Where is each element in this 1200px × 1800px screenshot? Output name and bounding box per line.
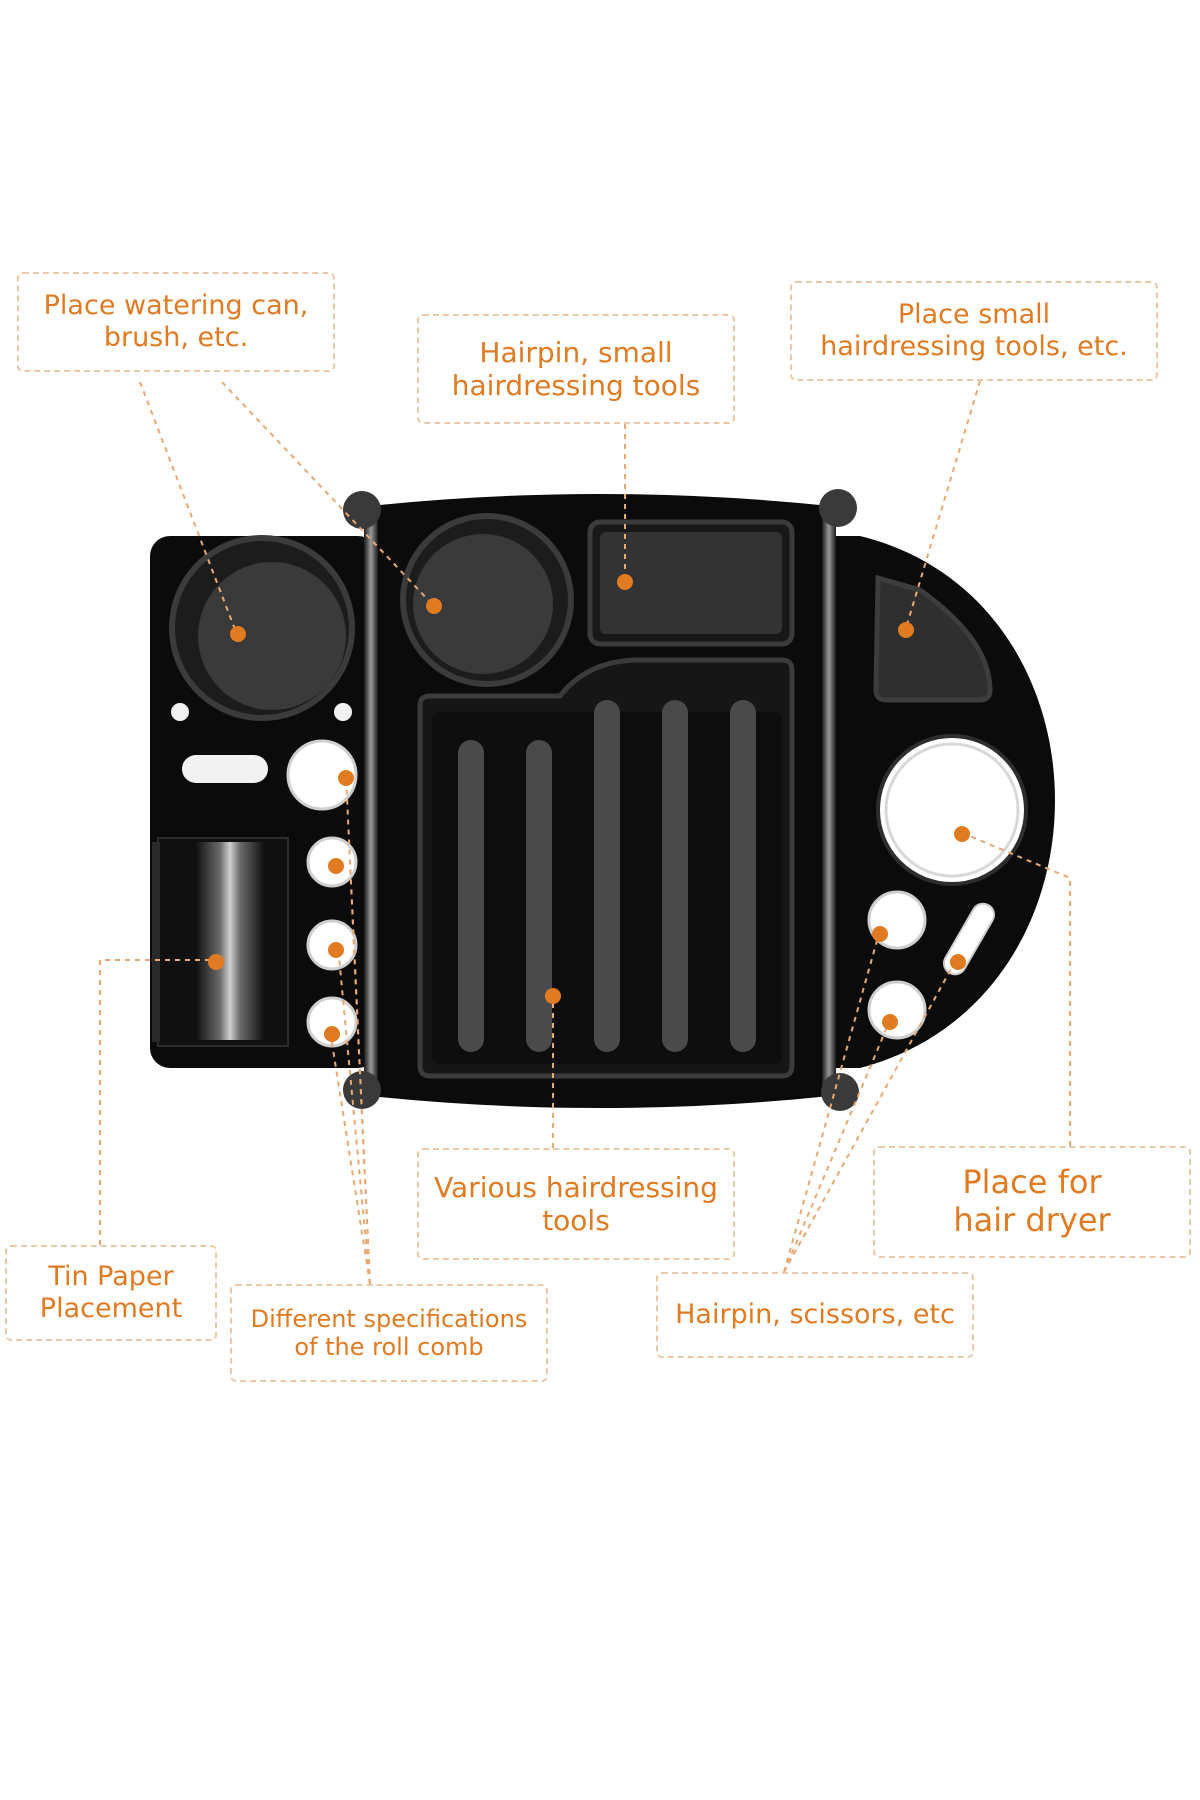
corner-bumper xyxy=(821,1073,859,1111)
small-hole xyxy=(334,703,352,721)
leader-line xyxy=(349,861,371,1285)
leader-line xyxy=(905,380,981,629)
leader-line xyxy=(99,959,216,1245)
marker-dot xyxy=(872,926,888,942)
marker-dot xyxy=(950,954,966,970)
corner-bumper xyxy=(343,1071,381,1109)
marker-dot xyxy=(426,598,442,614)
corner-bumper xyxy=(343,491,381,529)
leader-line xyxy=(139,381,237,633)
label-hairpin-small-tools: Hairpin, small hairdressing tools xyxy=(417,314,735,424)
corner-pocket xyxy=(873,574,993,703)
scissor-hole xyxy=(867,980,927,1040)
label-small-tools: Place small hairdressing tools, etc. xyxy=(790,281,1158,381)
hair-dryer-hole xyxy=(876,734,1028,886)
slot-hole xyxy=(182,755,268,783)
tray-rib xyxy=(594,700,620,1052)
watering-can-cup-floor xyxy=(198,562,346,710)
tray-rib xyxy=(458,740,484,1052)
leader-line xyxy=(337,945,371,1285)
label-scissors: Hairpin, scissors, etc xyxy=(656,1272,974,1358)
leader-line xyxy=(329,1029,371,1285)
tin-paper-holder-edge xyxy=(152,842,160,1042)
small-tools-tray-floor xyxy=(600,532,782,634)
tray-rib xyxy=(662,700,688,1052)
marker-dot xyxy=(208,954,224,970)
corner-bumper xyxy=(819,489,857,527)
marker-dot xyxy=(338,770,354,786)
label-roll-comb: Different specifications of the roll com… xyxy=(230,1284,548,1382)
label-text: Place small hairdressing tools, etc. xyxy=(820,299,1128,362)
label-text: Tin Paper Placement xyxy=(39,1261,183,1324)
tray-rib xyxy=(526,740,552,1052)
label-text: Place watering can, brush, etc. xyxy=(43,290,309,353)
marker-dot xyxy=(882,1014,898,1030)
marker-dots xyxy=(208,574,970,1042)
leader-line xyxy=(221,381,433,605)
label-various-tools: Various hairdressing tools xyxy=(417,1148,735,1260)
label-text: Hairpin, scissors, etc xyxy=(675,1299,955,1331)
hair-dryer-hole-rim xyxy=(884,742,1020,878)
marker-dot xyxy=(328,942,344,958)
label-text: Place for hair dryer xyxy=(953,1163,1111,1239)
marker-dot xyxy=(328,858,344,874)
label-text: Hairpin, small hairdressing tools xyxy=(451,335,701,402)
divider-rail-left xyxy=(364,510,378,1086)
label-tin-paper: Tin Paper Placement xyxy=(5,1245,217,1341)
divider-rail-right xyxy=(822,510,836,1086)
marker-dot xyxy=(617,574,633,590)
label-text: Different specifications of the roll com… xyxy=(250,1304,528,1361)
label-watering-can: Place watering can, brush, etc. xyxy=(17,272,335,372)
marker-dot xyxy=(324,1026,340,1042)
roll-comb-hole xyxy=(286,739,358,811)
round-cup-floor xyxy=(413,534,553,674)
tray-rib xyxy=(730,700,756,1052)
marker-dot xyxy=(954,826,970,842)
marker-dot xyxy=(230,626,246,642)
marker-dot xyxy=(898,622,914,638)
marker-dot xyxy=(545,988,561,1004)
leader-lines xyxy=(99,380,1071,1285)
label-hair-dryer: Place for hair dryer xyxy=(873,1146,1191,1258)
small-hole xyxy=(171,703,189,721)
tin-paper-roll xyxy=(196,842,264,1040)
label-text: Various hairdressing tools xyxy=(434,1170,718,1237)
